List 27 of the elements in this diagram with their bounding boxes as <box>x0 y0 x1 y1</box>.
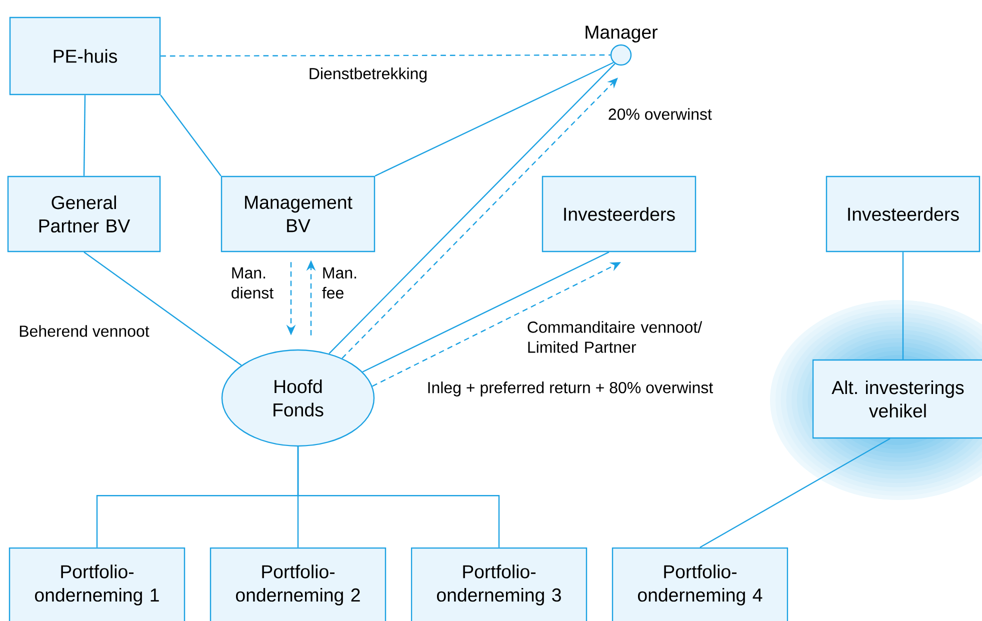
entity-box: General Partner BV <box>7 176 161 252</box>
node-label: Manager <box>586 26 658 42</box>
entity-box: Portfolio-onderneming 3 <box>410 547 588 621</box>
connector-line <box>362 252 610 372</box>
connector-line <box>84 252 242 366</box>
entity-box: Management BV <box>220 176 376 252</box>
edge-label: Inleg + preferred return + 80% overwinst <box>428 382 714 396</box>
connector-line <box>83 95 86 176</box>
entity-box: Investeerders <box>826 176 980 252</box>
entity-box: PE-huis <box>9 16 161 96</box>
edge-label: Man. fee <box>322 267 356 299</box>
connector-line <box>902 252 904 360</box>
edge-label: Beherend vennoot <box>20 325 150 337</box>
connector-line <box>374 62 614 176</box>
entity-box: Portfolio-onderneming 2 <box>210 547 386 621</box>
entity-box: Alt. investerings vehikel <box>812 359 982 439</box>
connector-line <box>700 438 890 548</box>
entity-box: Portfolio-onderneming 1 <box>8 547 186 621</box>
entity-box: Investeerders <box>542 176 696 252</box>
connector-line <box>297 446 500 548</box>
connector-line <box>160 94 222 176</box>
edge-label: Commanditaire vennoot/ Limited Partner <box>528 321 702 353</box>
edge-label: Man. dienst <box>232 267 274 299</box>
edge-label: 20% overwinst <box>608 108 712 120</box>
connector-line <box>160 54 610 57</box>
edge-label: Dienstbetrekking <box>310 68 427 82</box>
entity-box: Portfolio-onderneming 4 <box>612 547 788 621</box>
